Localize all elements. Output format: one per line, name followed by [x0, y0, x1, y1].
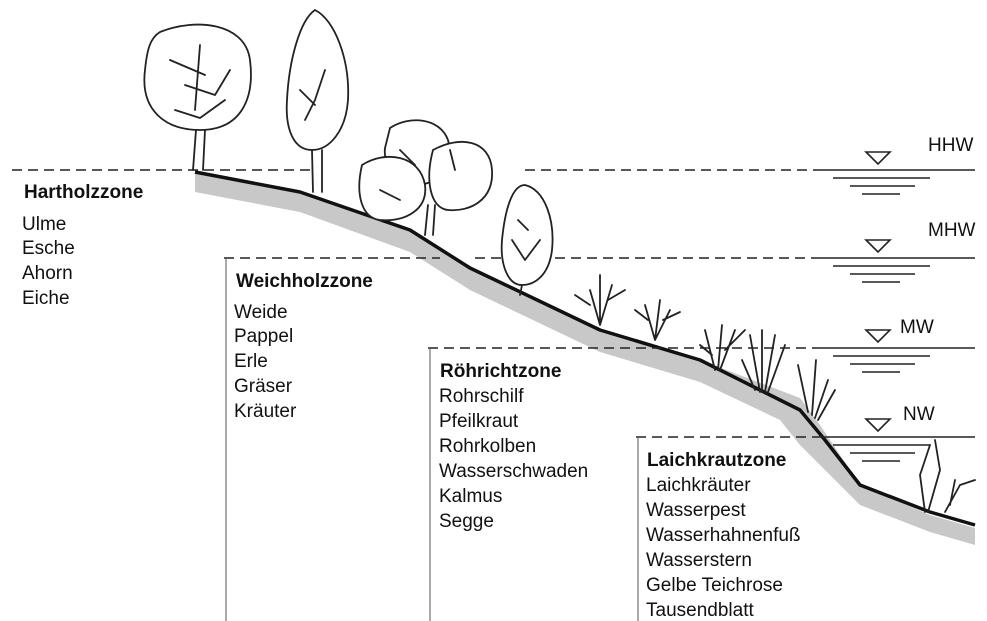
- zone-title-hartholz: Hartholzzone: [24, 182, 143, 203]
- zone-item: Ulme: [22, 214, 66, 235]
- level-label-mw: MW: [900, 317, 934, 338]
- zone-laichkraut: Laichkrautzone Laichkräuter Wasserpest W…: [646, 450, 801, 621]
- zone-title-laichkraut: Laichkrautzone: [647, 450, 786, 471]
- zone-item: Pappel: [234, 326, 293, 347]
- zone-item: Wasserhahnenfuß: [646, 525, 801, 546]
- zone-item: Kräuter: [234, 401, 297, 422]
- tree-icon: [502, 185, 553, 295]
- zone-item: Gräser: [234, 376, 293, 397]
- zone-title-roehricht: Röhrichtzone: [440, 361, 561, 382]
- bank-shadow: [195, 172, 975, 545]
- zone-item: Laichkräuter: [646, 475, 751, 496]
- tree-icon: [144, 25, 251, 170]
- zone-item: Segge: [439, 511, 494, 532]
- pondweed-icon: [920, 440, 975, 512]
- zone-roehricht: Röhrichtzone Rohrschilf Pfeilkraut Rohrk…: [439, 361, 588, 532]
- shrub-icon: [575, 275, 625, 325]
- zone-item: Tausendblatt: [646, 600, 754, 621]
- zone-item: Esche: [22, 238, 75, 259]
- zone-weichholz: Weichholzzone Weide Pappel Erle Gräser K…: [234, 271, 373, 422]
- zone-item: Eiche: [22, 288, 70, 309]
- zone-item: Kalmus: [439, 486, 502, 507]
- zone-item: Rohrkolben: [439, 436, 536, 457]
- zone-item: Gelbe Teichrose: [646, 575, 783, 596]
- water-level-hhw: HHW: [12, 135, 975, 194]
- zone-item: Weide: [234, 302, 288, 323]
- level-label-nw: NW: [903, 404, 935, 425]
- zone-item: Pfeilkraut: [439, 411, 519, 432]
- zone-item: Wasserstern: [646, 550, 752, 571]
- zone-item: Wasserpest: [646, 500, 746, 521]
- zone-item: Rohrschilf: [439, 386, 524, 407]
- level-label-hhw: HHW: [928, 135, 973, 156]
- zone-item: Ahorn: [22, 263, 73, 284]
- tree-icon: [287, 10, 348, 192]
- zone-hartholz: Hartholzzone Ulme Esche Ahorn Eiche: [22, 182, 143, 309]
- zone-title-weichholz: Weichholzzone: [236, 271, 373, 292]
- shrub-icon: [635, 300, 680, 340]
- tree-icon: [359, 120, 492, 235]
- level-label-mhw: MHW: [928, 220, 976, 241]
- zone-item: Erle: [234, 351, 268, 372]
- zone-item: Wasserschwaden: [439, 461, 588, 482]
